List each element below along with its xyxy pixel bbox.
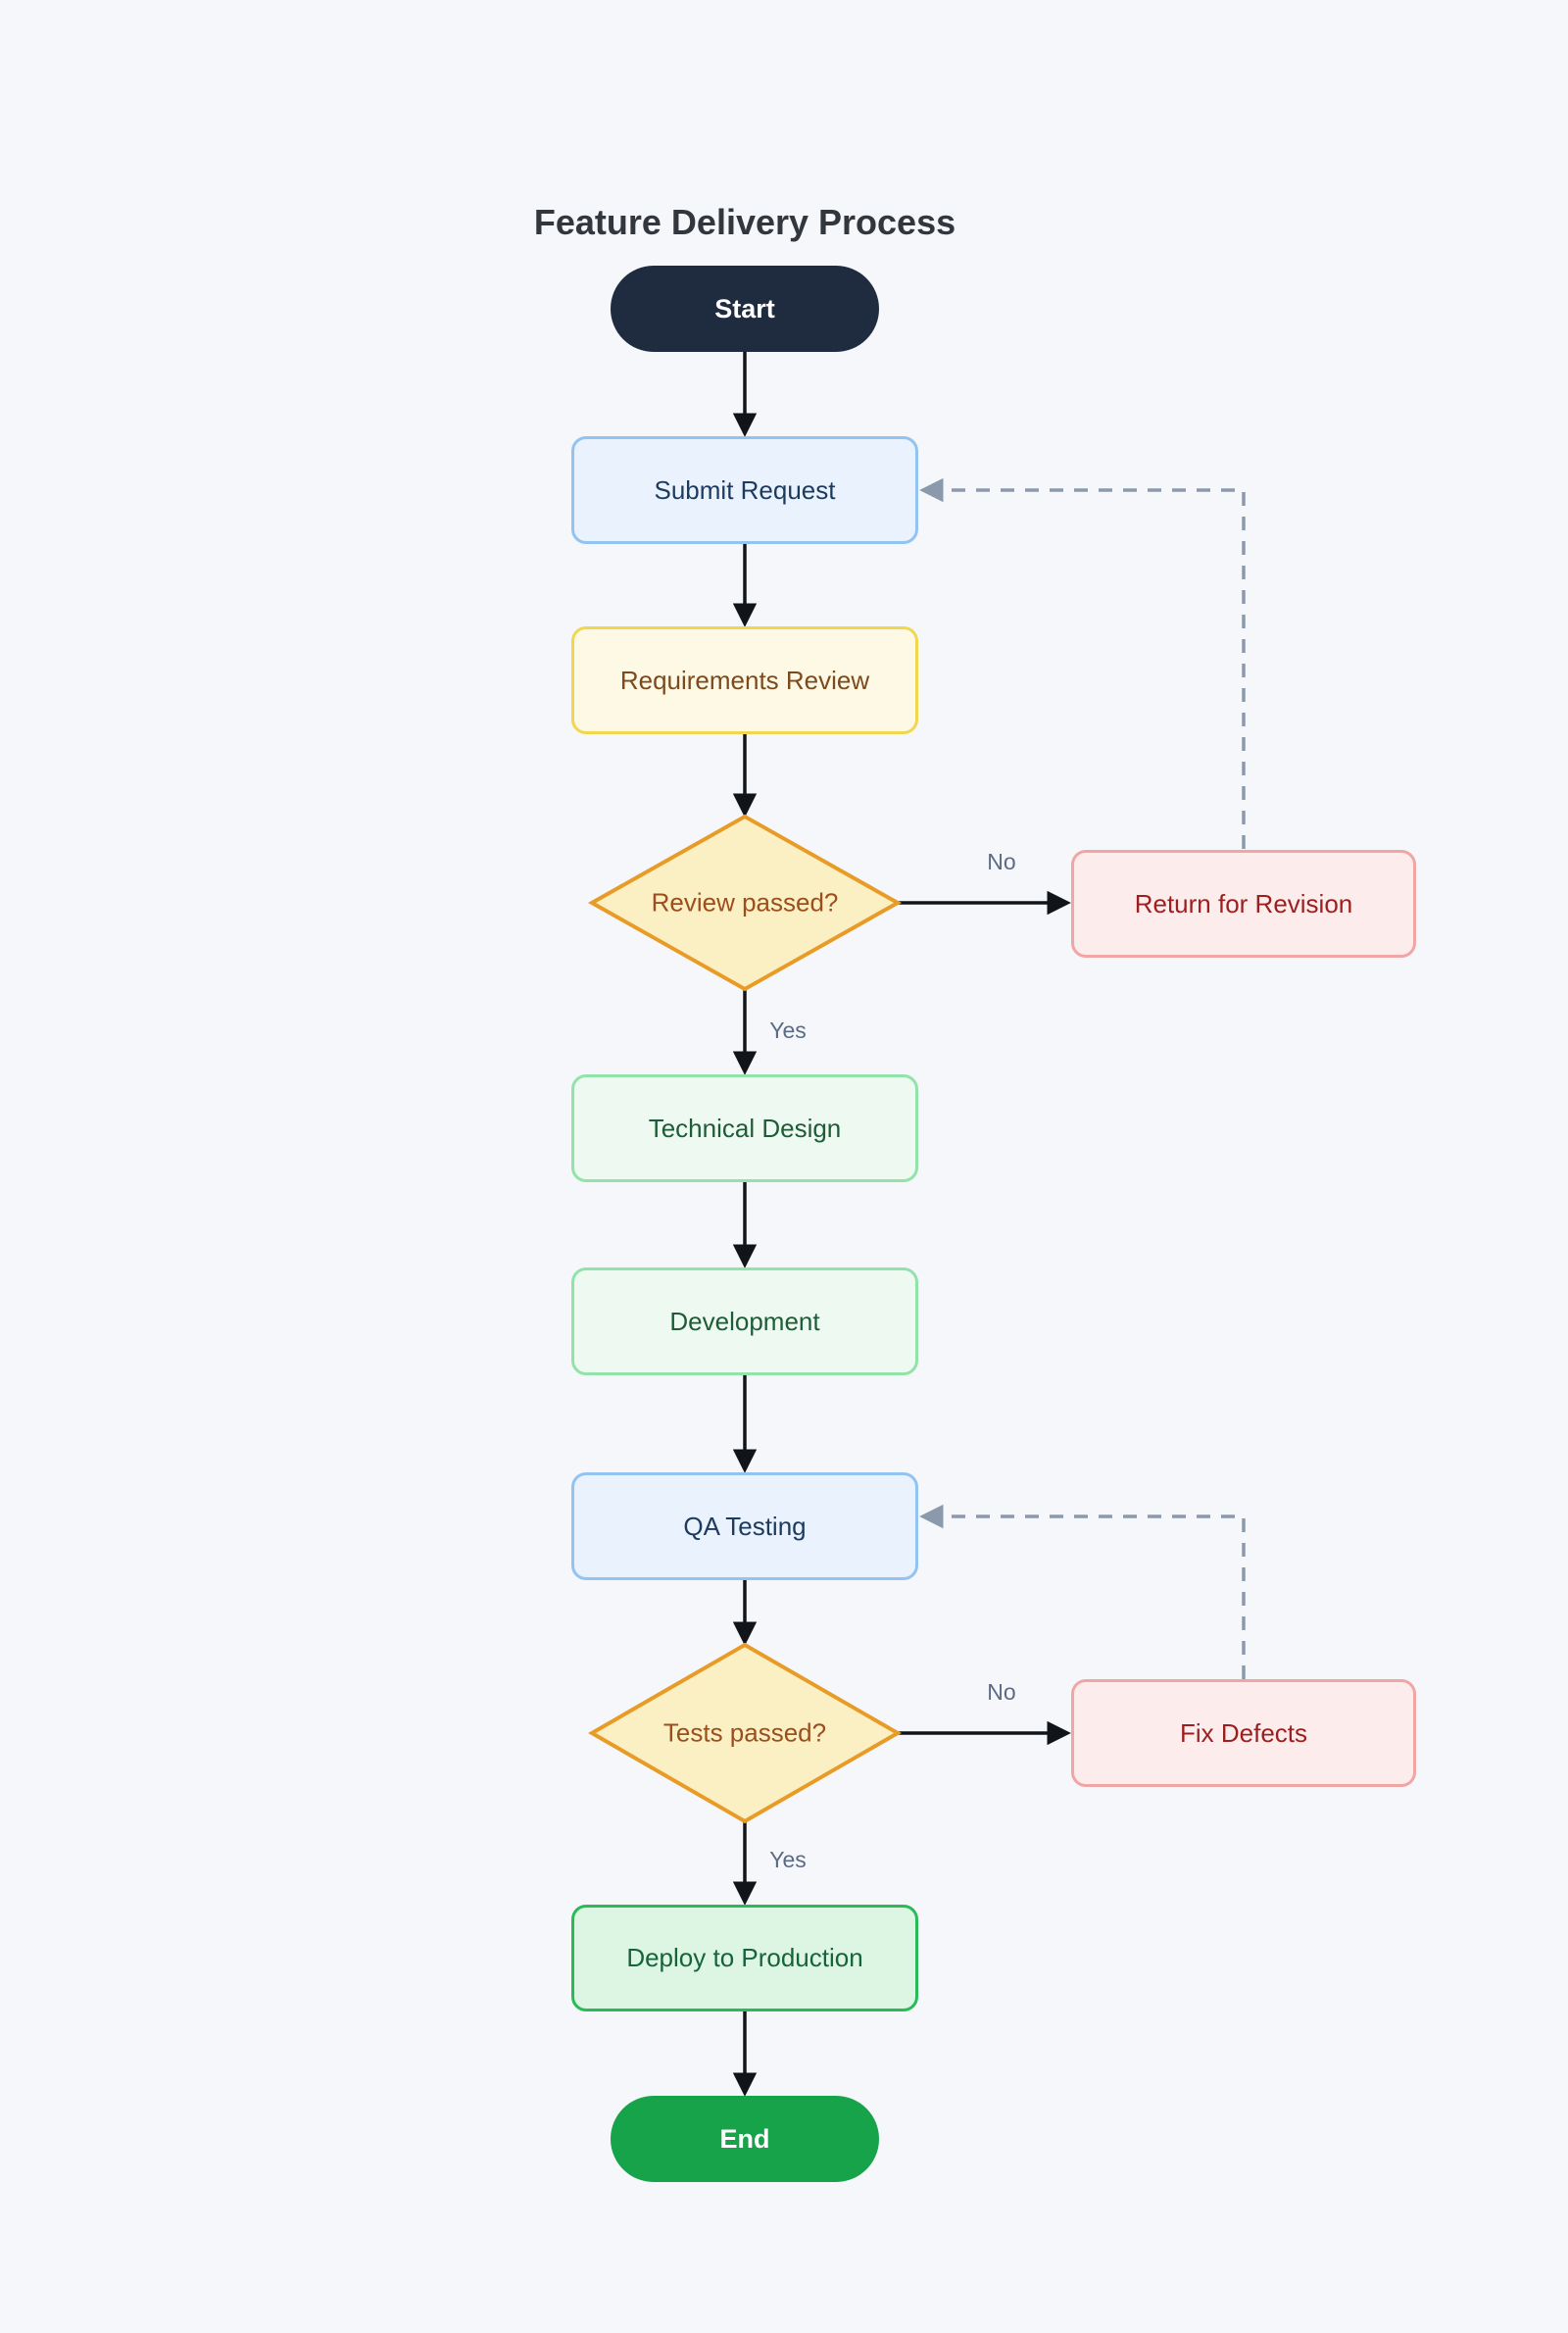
node-end: End — [611, 2096, 879, 2182]
node-label: Deploy to Production — [626, 1943, 863, 1972]
node-development: Development — [571, 1267, 918, 1375]
node-requirements-review: Requirements Review — [571, 626, 918, 734]
node-return-for-revision: Return for Revision — [1071, 850, 1416, 958]
edge-label-review-yes: Yes — [769, 1018, 807, 1043]
node-label: Return for Revision — [1134, 888, 1353, 918]
node-start: Start — [611, 266, 879, 352]
node-fix-defects: Fix Defects — [1071, 1679, 1416, 1787]
node-label: Technical Design — [648, 1113, 842, 1143]
edge-label-tests-yes: Yes — [769, 1847, 807, 1872]
node-label: Start — [714, 293, 775, 323]
node-label: Fix Defects — [1179, 1717, 1308, 1748]
node-submit-request: Submit Request — [571, 436, 918, 544]
node-label: Submit Request — [654, 474, 836, 505]
node-label: QA Testing — [683, 1511, 807, 1541]
node-label: Development — [669, 1306, 820, 1336]
edge-fix-defects-to-qa-feedback — [919, 1504, 1246, 1679]
node-technical-design: Technical Design — [571, 1074, 918, 1182]
diagram-title: Feature Delivery Process — [533, 202, 956, 242]
decision-tests-passed — [587, 1642, 903, 1824]
edge-label-review-no: No — [987, 849, 1016, 874]
node-deploy-to-production: Deploy to Production — [571, 1905, 918, 2011]
node-label: End — [719, 2123, 770, 2154]
decision-review-passed — [587, 814, 903, 992]
edge-return-to-submit-feedback — [919, 477, 1246, 849]
decision-tests-passed-label: Tests passed? — [662, 1717, 827, 1748]
edge-label-tests-no: No — [987, 1679, 1016, 1705]
node-qa-testing: QA Testing — [571, 1472, 918, 1580]
node-label: Requirements Review — [619, 665, 870, 695]
decision-review-passed-label: Review passed? — [651, 887, 839, 918]
